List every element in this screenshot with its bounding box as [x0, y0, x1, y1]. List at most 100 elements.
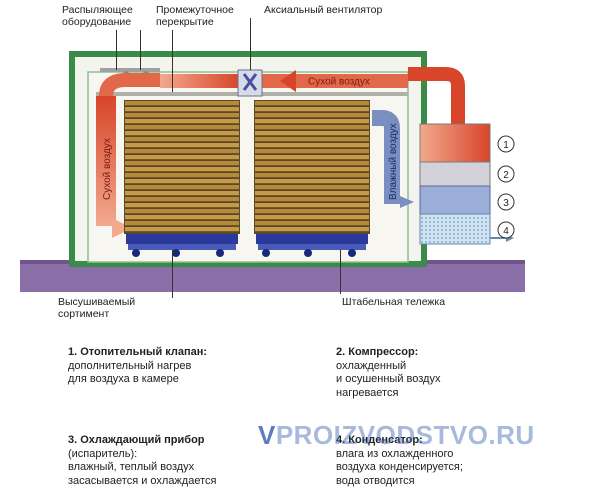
lumber-board [125, 191, 239, 196]
lumber-board [125, 173, 239, 178]
humid-air-label: Влажный воздух [388, 123, 399, 200]
dry-air-top-label: Сухой воздух [308, 77, 370, 88]
lumber-board [255, 131, 369, 136]
leader-line [250, 18, 251, 70]
dry-air-top-band [262, 74, 408, 88]
lumber-board [125, 209, 239, 214]
lumber-board [125, 185, 239, 190]
number-circle-2 [497, 165, 515, 183]
spray-equipment-label: Распыляющее оборудование [62, 4, 133, 28]
note-line: (испаритель): [68, 447, 138, 460]
note-2: 2. Компрессор: охлажденный и осушенный в… [336, 346, 536, 400]
trolley-left [126, 234, 238, 244]
trolley-left-base [128, 244, 236, 250]
lumber-board [125, 221, 239, 226]
lumber-board [125, 179, 239, 184]
lumber-board [255, 215, 369, 220]
note-line: вода отводится [336, 474, 415, 487]
dry-air-left-arrow [112, 218, 132, 238]
fan-icon [242, 73, 258, 91]
dry-air-left-curve [99, 73, 160, 97]
trolley-wheel [304, 249, 312, 257]
watermark-v: V [258, 420, 276, 450]
note-title: 4. Конденсатор: [336, 434, 423, 446]
note-line: для воздуха в камере [68, 373, 179, 385]
trolley-right-base [258, 244, 366, 250]
number-label: 3 [503, 198, 509, 209]
leader-line [140, 30, 141, 70]
number-label: 1 [503, 140, 509, 151]
lumber-board [255, 209, 369, 214]
lumber-board [255, 173, 369, 178]
lumber-board [255, 161, 369, 166]
trolley-wheel [348, 249, 356, 257]
lumber-board [125, 203, 239, 208]
lumber-board [125, 215, 239, 220]
trolley-label: Штабельная тележка [342, 296, 446, 308]
lumber-board [255, 221, 369, 226]
note-line: и осушенный воздух [336, 373, 441, 385]
lumber-board [125, 227, 239, 232]
lumber-board [125, 107, 239, 112]
lumber-board [255, 143, 369, 148]
leader-line [172, 250, 173, 298]
watermark: VPROIZVODSTVO.RU [258, 420, 535, 451]
lumber-board [255, 137, 369, 142]
leader-line [116, 30, 117, 70]
trolley-wheel [132, 249, 140, 257]
lumber-board [255, 167, 369, 172]
lumber-board [125, 197, 239, 202]
lumber-board [255, 185, 369, 190]
lumber-board [125, 149, 239, 154]
lumber-board [255, 227, 369, 232]
lumber-board [255, 149, 369, 154]
note-line: воздуха конденсируется; [336, 461, 463, 473]
lumber-board [125, 125, 239, 130]
dry-air-left-label: Сухой воздух [102, 138, 113, 200]
spray-pipe [100, 68, 160, 72]
intermediate-ceiling-label: Промежуточное перекрытие [156, 4, 234, 28]
number-circle-3 [497, 193, 515, 211]
lumber-board [255, 203, 369, 208]
note-title: 1. Отопительный клапан: [68, 346, 208, 358]
leader-line [340, 250, 341, 294]
lumber-label: Высушиваемый сортимент [58, 296, 136, 320]
leader-line [172, 30, 173, 92]
number-circle-4 [497, 221, 515, 239]
lumber-board [255, 107, 369, 112]
lumber-board [255, 119, 369, 124]
unit-module-4 [419, 213, 491, 245]
unit-module-2 [419, 161, 491, 187]
humid-air-duct [372, 110, 400, 204]
lumber-board [255, 101, 369, 106]
lumber-board [255, 113, 369, 118]
number-label: 2 [503, 170, 509, 181]
lumber-board [125, 113, 239, 118]
number-label: 4 [503, 226, 509, 237]
dry-air-top-band [160, 74, 240, 88]
lumber-board [255, 125, 369, 130]
note-1: 1. Отопительный клапан: дополнительный н… [68, 346, 288, 387]
unit-module-1 [419, 123, 491, 163]
lumber-board [125, 167, 239, 172]
note-line: охлажденный [336, 359, 407, 372]
lumber-board [255, 179, 369, 184]
lumber-board [255, 155, 369, 160]
lumber-board [255, 191, 369, 196]
axial-fan-label: Аксиальный вентилятор [264, 4, 383, 16]
lumber-board [125, 101, 239, 106]
note-3: 3. Охлаждающий прибор (испаритель): влаж… [68, 434, 298, 488]
note-line: дополнительный нагрев [68, 359, 192, 372]
humid-air-out-arrow [400, 196, 414, 208]
note-title: 2. Компрессор: [336, 346, 419, 358]
note-4: 4. Конденсатор: влага из охлажденного во… [336, 434, 556, 488]
trolley-wheel [216, 249, 224, 257]
note-title: 3. Охлаждающий прибор [68, 434, 205, 446]
lumber-board [125, 119, 239, 124]
note-line: засасывается и охлаждается [68, 474, 217, 487]
note-line: нагревается [336, 386, 399, 399]
note-line: влага из охлажденного [336, 447, 454, 460]
trolley-wheel [172, 249, 180, 257]
return-duct [408, 67, 465, 126]
